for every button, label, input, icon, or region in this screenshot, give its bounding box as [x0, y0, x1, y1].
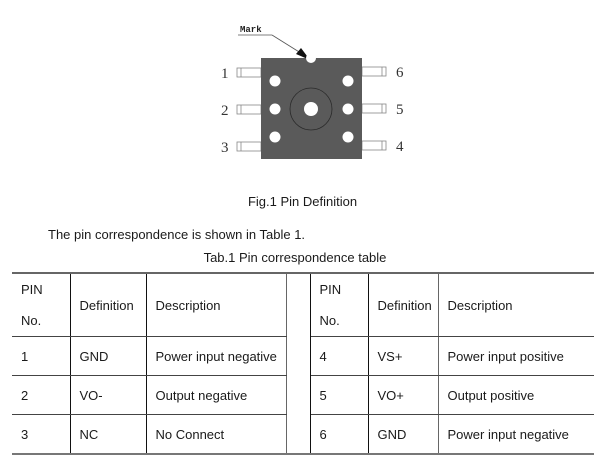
table-row: 1 GND Power input negative 4 VS+ Power i…: [12, 336, 594, 376]
header-pin-no-right: PIN No.: [309, 272, 368, 337]
header-pin-line2: No.: [21, 313, 42, 328]
description-cell: Power input negative: [437, 414, 594, 455]
header-description: Description: [145, 272, 286, 337]
header-pin-no: PIN No.: [12, 272, 70, 337]
pin-cell: 2: [12, 375, 70, 415]
pin-correspondence-table: PIN No. Definition Description PIN No. D…: [12, 272, 594, 455]
column-gap: [285, 336, 311, 376]
pin-cell: 5: [309, 375, 368, 415]
description-cell: Power input positive: [437, 336, 594, 376]
table-row: 3 NC No Connect 6 GND Power input negati…: [12, 414, 594, 455]
description-cell: Output positive: [437, 375, 594, 415]
column-gap: [285, 414, 311, 455]
mark-label: Mark: [240, 25, 262, 35]
description-cell: Output negative: [145, 375, 286, 415]
description-cell: Power input negative: [145, 336, 286, 376]
description-cell: No Connect: [145, 414, 286, 455]
pin-number-2: 2: [221, 103, 229, 119]
pressure-port: [304, 102, 318, 116]
header-definition-right: Definition: [367, 272, 438, 337]
pin-number-4: 4: [396, 139, 404, 155]
pin-cell: 4: [309, 336, 368, 376]
column-gap: [285, 272, 311, 337]
right-leads: [361, 66, 387, 151]
pin-cell: 3: [12, 414, 70, 455]
pin-number-3: 3: [221, 140, 229, 156]
definition-cell: NC: [69, 414, 146, 455]
table-row: 2 VO- Output negative 5 VO+ Output posit…: [12, 375, 594, 415]
header-definition: Definition: [69, 272, 146, 337]
port-ring: [289, 87, 333, 131]
table-caption: Tab.1 Pin correspondence table: [203, 250, 387, 265]
pin-number-5: 5: [396, 102, 404, 118]
header-description-right: Description: [437, 272, 594, 337]
definition-cell: VS+: [367, 336, 438, 376]
definition-cell: VO-: [69, 375, 146, 415]
column-gap: [285, 375, 311, 415]
pin-definition-figure: Mark 1 2 3 6 5 4: [221, 25, 404, 159]
figure-caption: Fig.1 Pin Definition: [247, 194, 358, 209]
intro-text: The pin correspondence is shown in Table…: [48, 227, 306, 242]
header-pin-line1: PIN: [21, 282, 43, 297]
left-leads: [236, 67, 262, 152]
pin-cell: 6: [309, 414, 368, 455]
definition-cell: GND: [69, 336, 146, 376]
header-pin-line2: No.: [319, 313, 340, 328]
header-pin-line1: PIN: [319, 282, 342, 297]
pin-dots: [269, 75, 354, 143]
pin-number-6: 6: [396, 65, 404, 81]
table-header-row: PIN No. Definition Description PIN No. D…: [12, 272, 594, 337]
pin-cell: 1: [12, 336, 70, 376]
pin-number-1: 1: [221, 66, 229, 82]
definition-cell: VO+: [367, 375, 438, 415]
mark-notch: [306, 53, 316, 63]
definition-cell: GND: [367, 414, 438, 455]
